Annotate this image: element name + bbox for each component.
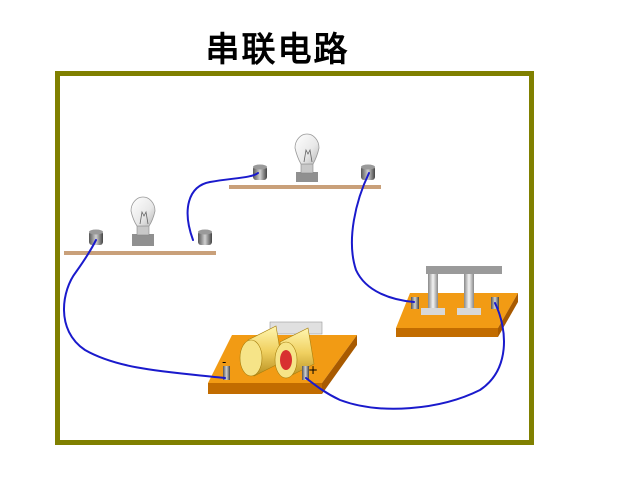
left-shelf <box>64 251 216 255</box>
battery-holder: - + <box>208 321 357 394</box>
knife-switch <box>396 266 518 337</box>
terminal-right-shelf-1 <box>253 164 267 180</box>
battery-minus-label: - <box>222 355 226 369</box>
wire-switch-to-battery <box>305 302 505 410</box>
bulb-right <box>294 133 320 182</box>
wire-right-shelf-to-switch <box>350 172 415 303</box>
terminal-left-shelf-1 <box>89 229 103 245</box>
frame-border <box>55 71 534 445</box>
wire-battery-to-left-bulb <box>63 239 226 379</box>
bulb-left <box>130 196 156 246</box>
page-title: 串联电路 <box>205 30 350 70</box>
terminal-left-shelf-2 <box>198 229 212 245</box>
battery-plus-label: + <box>308 363 318 377</box>
switch-blade <box>426 266 502 274</box>
right-shelf <box>229 185 381 189</box>
wire-left-shelf-to-right-shelf <box>186 172 259 241</box>
battery-cell-2 <box>274 327 315 379</box>
terminal-right-shelf-2 <box>361 164 375 180</box>
